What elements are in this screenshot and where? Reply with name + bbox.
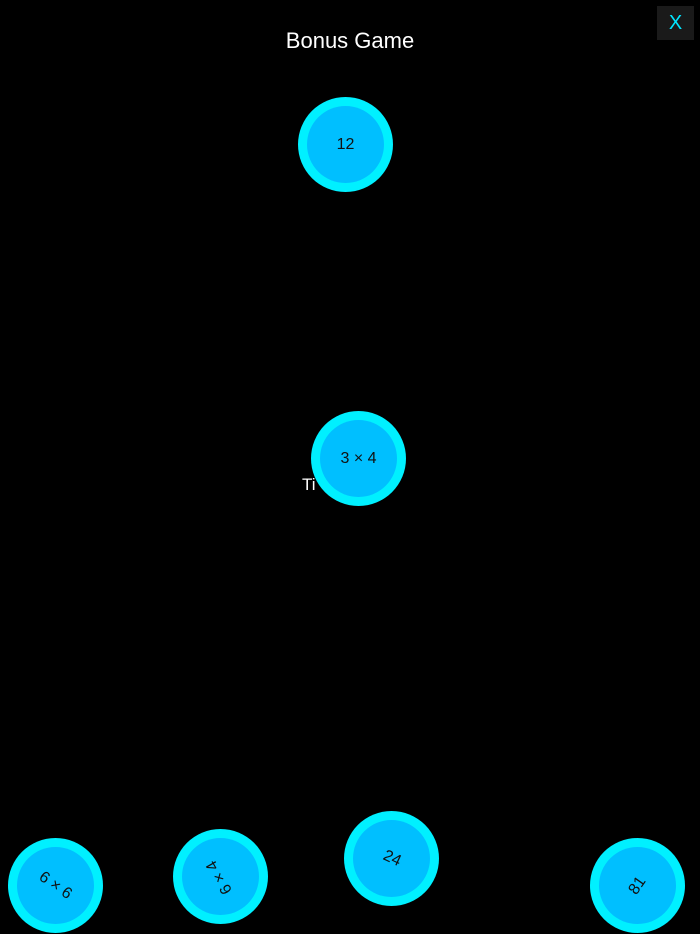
close-icon: X: [668, 11, 683, 34]
choice-ball-label: 6 × 6: [36, 867, 76, 903]
choice-ball-label: 24: [380, 846, 404, 870]
choice-ball[interactable]: 81: [590, 838, 685, 933]
close-button[interactable]: X: [657, 6, 694, 40]
time-label: Ti: [302, 475, 316, 494]
target-ball-label: 12: [336, 135, 355, 153]
choice-ball[interactable]: 24: [344, 811, 439, 906]
page-title: Bonus Game: [285, 28, 415, 53]
dragged-ball-label: 3 × 4: [340, 449, 377, 467]
choice-ball[interactable]: 6 × 6: [8, 838, 103, 933]
target-ball: 12: [298, 97, 393, 192]
dragged-ball[interactable]: 3 × 4: [311, 411, 406, 506]
choice-ball[interactable]: 6 × 4: [173, 829, 268, 924]
choice-ball-label: 81: [625, 873, 650, 898]
choice-ball-label: 6 × 4: [203, 856, 237, 897]
